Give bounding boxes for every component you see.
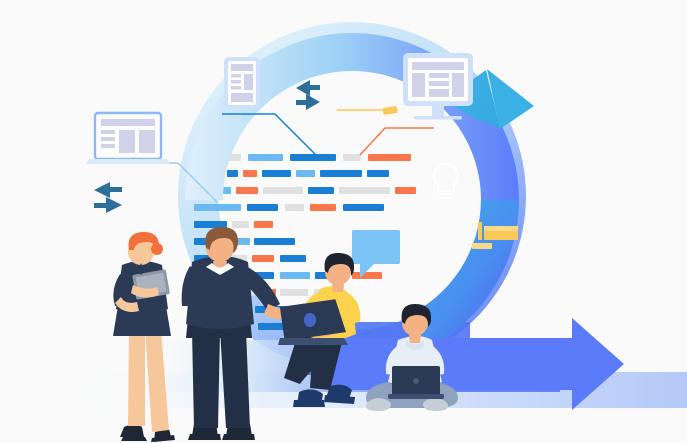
speech-bubble	[352, 230, 400, 278]
code-bar	[227, 170, 238, 177]
lightbulb-icon	[432, 162, 460, 200]
code-bar	[280, 255, 306, 262]
code-bar	[252, 255, 274, 262]
code-bar	[262, 170, 291, 177]
connector-tablet-to-code	[222, 113, 318, 157]
code-bar	[395, 187, 416, 194]
code-bar	[232, 221, 249, 228]
monitor-device-icon	[403, 53, 473, 120]
exchange-arrows-icon-left	[94, 182, 122, 213]
code-bar	[247, 204, 278, 211]
person-man-yellow-sweater	[278, 253, 361, 407]
person-man-suit	[181, 226, 292, 440]
code-bar	[290, 154, 336, 161]
code-bar	[280, 289, 308, 296]
code-bar	[343, 204, 384, 211]
laptop-device-icon	[86, 111, 170, 164]
code-bar	[194, 204, 241, 211]
code-bar	[194, 221, 227, 228]
code-bar	[343, 154, 361, 161]
code-bar	[367, 170, 389, 177]
code-bar	[236, 187, 258, 194]
connector-monitor-to-code	[359, 127, 434, 156]
code-bar	[280, 272, 310, 279]
code-bar	[254, 238, 295, 245]
person-man-cross-legged	[366, 304, 458, 411]
code-bar	[285, 204, 304, 211]
code-bar	[308, 187, 334, 194]
code-bar	[258, 323, 286, 330]
code-bar	[320, 170, 362, 177]
code-bar	[368, 154, 411, 161]
code-bar	[296, 170, 315, 177]
person-woman-tablet	[113, 231, 175, 442]
code-bar	[254, 221, 273, 228]
tablet-device-icon	[224, 57, 260, 109]
code-bar	[243, 170, 257, 177]
code-bar	[352, 272, 382, 279]
sticky-notes-group	[382, 106, 518, 249]
exchange-arrows-icon-top	[296, 80, 320, 110]
code-bar	[310, 204, 336, 211]
code-bar	[263, 187, 303, 194]
code-bar	[248, 154, 283, 161]
code-bar	[339, 187, 390, 194]
